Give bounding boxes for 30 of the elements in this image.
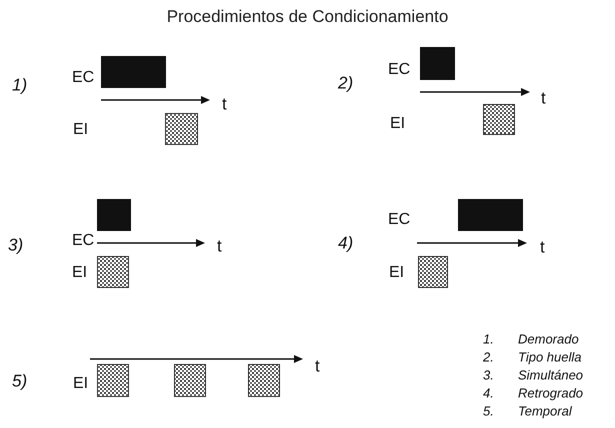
stimulus-label: EC xyxy=(388,212,410,228)
diagram-title: Procedimientos de Condicionamiento xyxy=(166,7,450,27)
stimulus-label: EI xyxy=(390,116,406,132)
list-item: Temporal xyxy=(518,404,572,418)
list-number: 5. xyxy=(483,404,494,418)
panel-number: 3) xyxy=(8,236,24,254)
panel-number: 5) xyxy=(12,372,28,390)
list-number: 1. xyxy=(483,332,494,346)
list-number: 3. xyxy=(483,368,494,382)
time-axis-label: t xyxy=(217,238,222,254)
time-axis-label: t xyxy=(541,90,546,106)
panel-number: 4) xyxy=(338,234,354,252)
list-item: Demorado xyxy=(518,332,579,346)
list-number: 4. xyxy=(483,386,494,400)
stimulus-label: EC xyxy=(72,70,94,86)
list-number: 2. xyxy=(483,350,494,364)
list-item: Retrogrado xyxy=(518,386,584,400)
time-axis-label: t xyxy=(222,96,227,112)
panel-number: 2) xyxy=(338,74,354,92)
time-axis-label: t xyxy=(315,358,320,374)
stimulus-label: EI xyxy=(73,376,88,392)
stimulus-label: EC xyxy=(72,233,94,249)
time-axis-label: t xyxy=(540,238,545,256)
stimulus-label: EI xyxy=(73,122,88,138)
list-item: Tipo huella xyxy=(518,350,582,364)
panel-number: 1) xyxy=(12,76,28,94)
stimulus-label: EI xyxy=(389,265,404,281)
stimulus-label: EI xyxy=(72,265,88,281)
list-item: Simultáneo xyxy=(518,368,584,382)
stimulus-label: EC xyxy=(388,62,410,78)
